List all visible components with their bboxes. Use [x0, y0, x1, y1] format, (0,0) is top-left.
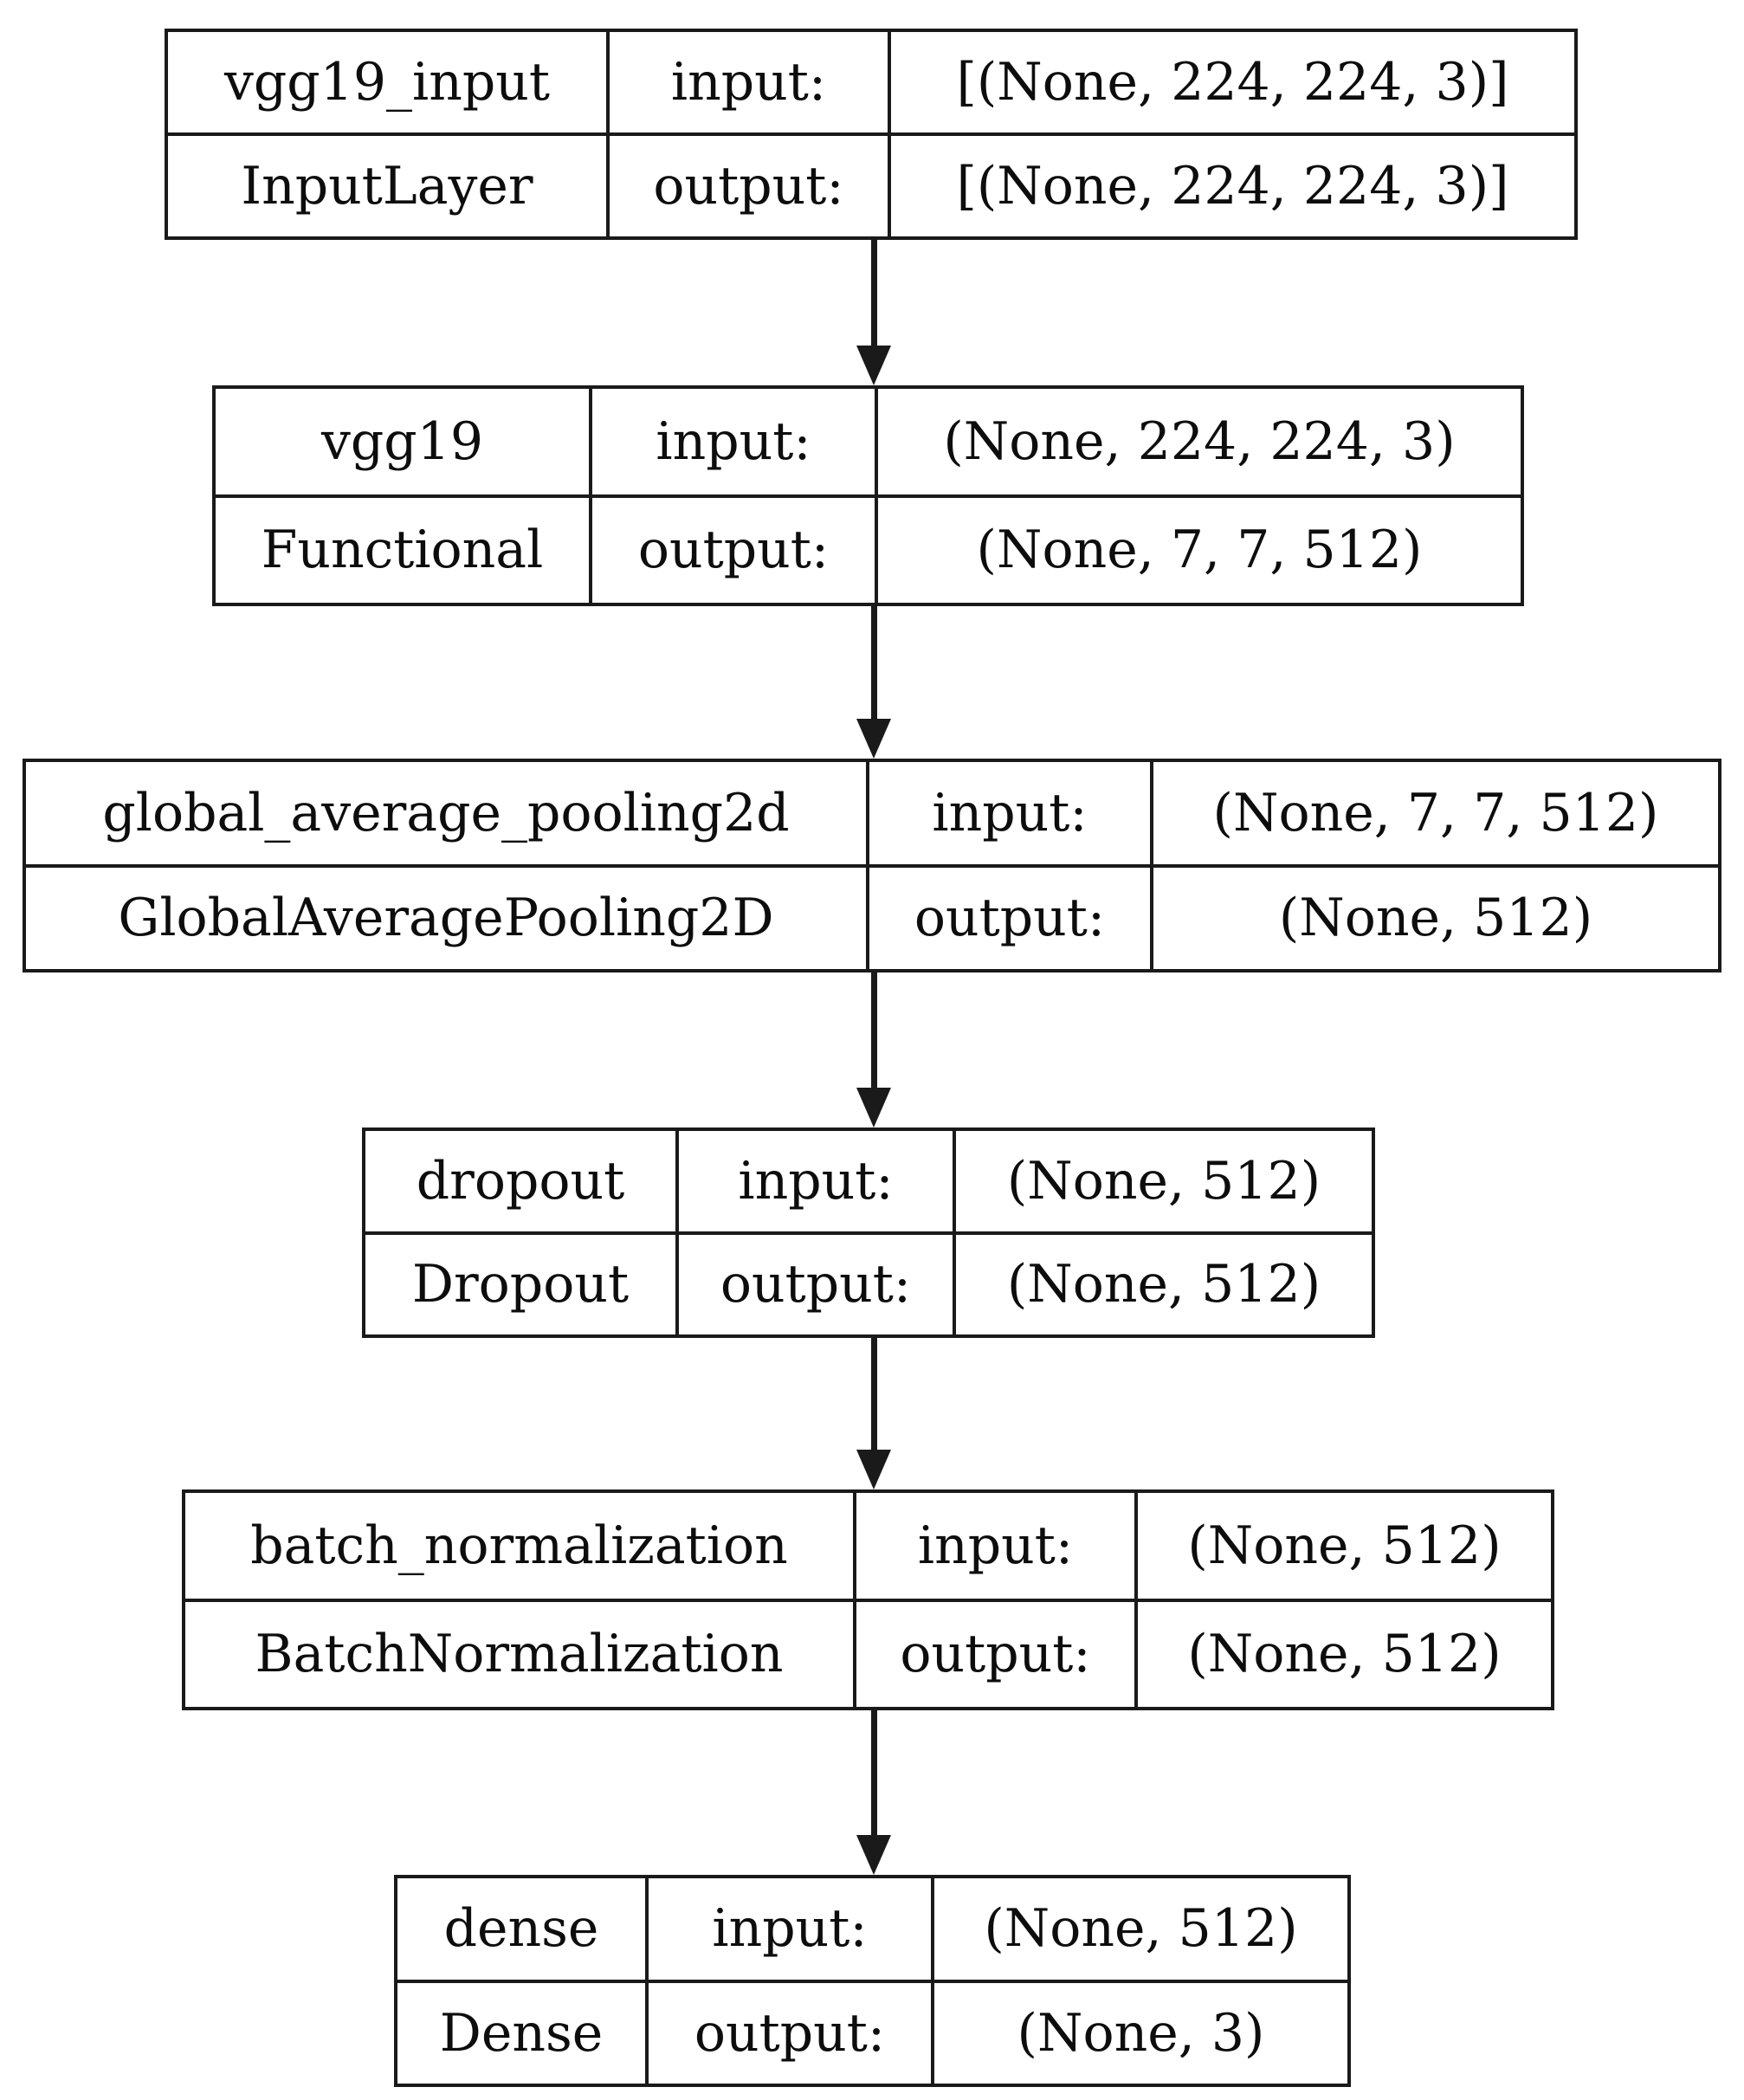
dense-input-label: input:: [649, 1878, 934, 1980]
edge-arrow: [856, 606, 891, 759]
dropout-input-label: input:: [679, 1131, 956, 1231]
batch_normalization-input-shape: (None, 512): [1187, 1515, 1502, 1576]
vgg19-output-shape: (None, 7, 7, 512): [976, 520, 1423, 581]
edge-line: [871, 1710, 877, 1838]
edge-line: [871, 972, 877, 1091]
dropout-input-shape: (None, 512): [1006, 1150, 1321, 1212]
vgg19-layer-name: vgg19: [216, 389, 592, 494]
edge-arrow: [856, 240, 891, 385]
dropout-layer-class: Dropout: [365, 1234, 679, 1334]
dense-layer-name: dense: [397, 1878, 649, 1980]
arrowhead-down-icon: [856, 1835, 891, 1875]
vgg19-output-label: output:: [592, 497, 878, 603]
dropout-layer-name: dropout: [365, 1131, 679, 1231]
edge-arrow: [856, 972, 891, 1128]
dropout-output-label: output:: [679, 1234, 956, 1334]
vgg19_input-input-label: input:: [610, 32, 891, 132]
batch_normalization-output-shape: (None, 512): [1187, 1624, 1502, 1685]
vgg19_input-output-label: output:: [610, 136, 891, 236]
batch_normalization-output-label: output:: [856, 1601, 1138, 1707]
vgg19_input-layer-name: vgg19_input: [168, 32, 610, 132]
vgg19_input-layer-class: InputLayer: [168, 136, 610, 236]
global_average_pooling2d-input-label: input:: [869, 762, 1153, 864]
vgg19-input-label: input:: [592, 389, 878, 494]
global_average_pooling2d-layer-name: global_average_pooling2d: [26, 762, 869, 864]
batch_normalization-layer-name: batch_normalization: [185, 1493, 856, 1599]
edge-line: [871, 1338, 877, 1453]
dense-layer-class: Dense: [397, 1982, 649, 2084]
dense-output-label: output:: [649, 1982, 934, 2084]
arrowhead-down-icon: [856, 719, 891, 759]
vgg19_input-input-shape: [(None, 224, 224, 3)]: [956, 52, 1509, 113]
edge-arrow: [856, 1710, 891, 1875]
global_average_pooling2d-output-label: output:: [869, 867, 1153, 969]
edge-line: [871, 240, 877, 349]
global_average_pooling2d-input-shape: (None, 7, 7, 512): [1212, 782, 1659, 843]
vgg19_input-output-shape: [(None, 224, 224, 3)]: [956, 156, 1509, 216]
dropout-output-shape: (None, 512): [1006, 1254, 1321, 1315]
vgg19-layer-class: Functional: [216, 497, 592, 603]
edge-arrow: [856, 1338, 891, 1489]
dense-output-shape: (None, 3): [1017, 2002, 1265, 2064]
batch_normalization-input-label: input:: [856, 1493, 1138, 1599]
edge-line: [871, 606, 877, 722]
arrowhead-down-icon: [856, 1450, 891, 1489]
vgg19-input-shape: (None, 224, 224, 3): [943, 410, 1456, 472]
global_average_pooling2d-output-shape: (None, 512): [1278, 888, 1593, 949]
arrowhead-down-icon: [856, 346, 891, 385]
global_average_pooling2d-layer-class: GlobalAveragePooling2D: [26, 867, 869, 969]
arrowhead-down-icon: [856, 1088, 891, 1128]
dense-input-shape: (None, 512): [984, 1898, 1298, 1960]
batch_normalization-layer-class: BatchNormalization: [185, 1601, 856, 1707]
